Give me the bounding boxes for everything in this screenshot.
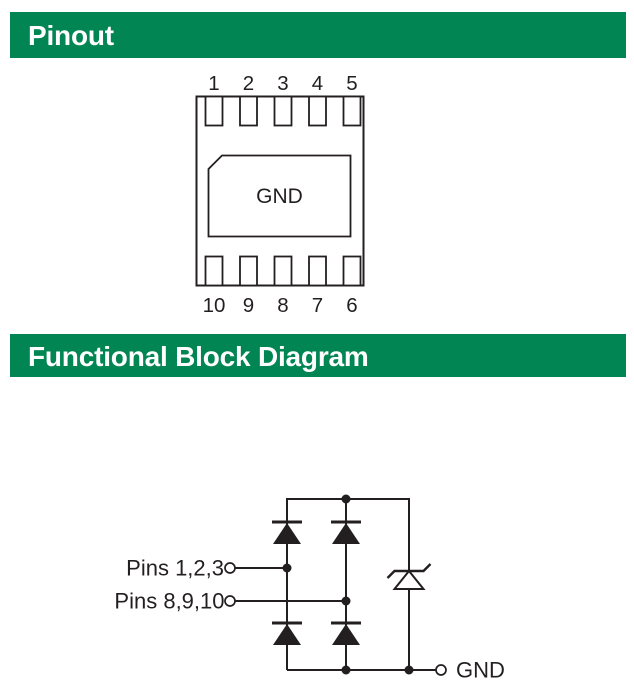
section-header-functional-block-diagram: Functional Block Diagram <box>10 334 626 377</box>
pin-number-top-1: 1 <box>208 72 219 95</box>
pinout-section-title: Pinout <box>28 20 114 51</box>
terminal-circle-pins123 <box>224 562 236 574</box>
diode-triangle <box>273 624 301 645</box>
pin-number-bottom-8: 8 <box>277 294 288 317</box>
pin-7 <box>308 255 327 287</box>
pinout-diagram: GND 1 2 3 4 5 10 9 8 7 6 <box>195 72 365 317</box>
pin-2 <box>239 95 258 127</box>
pin-4 <box>308 95 327 127</box>
diode-lower-left <box>272 621 302 645</box>
pin-1 <box>204 95 224 127</box>
diode-lower-middle <box>331 621 361 645</box>
junction-dot-pins123 <box>282 563 292 573</box>
pin-10 <box>204 255 224 287</box>
label-pins-8910: Pins 8,9,10 <box>114 589 224 614</box>
thermal-pad <box>207 154 352 238</box>
pin-9 <box>239 255 258 287</box>
diode-triangle <box>273 523 301 544</box>
pin-number-bottom-7: 7 <box>312 294 323 317</box>
pin-number-bottom-9: 9 <box>243 294 254 317</box>
pin-number-top-4: 4 <box>312 72 323 95</box>
junction-dot-bottom-right <box>404 665 414 675</box>
diode-upper-middle <box>331 520 361 544</box>
pin-5 <box>342 95 362 127</box>
package-top-pins <box>204 95 362 127</box>
pin-6 <box>342 255 362 287</box>
terminal-circle-gnd <box>435 664 447 676</box>
zener-triangle <box>392 569 426 590</box>
section-header-pinout: Pinout <box>10 12 626 58</box>
zener-cathode-bar <box>386 563 432 579</box>
diode-triangle <box>332 624 360 645</box>
zener-diode <box>386 563 432 590</box>
functional-block-diagram-title: Functional Block Diagram <box>28 340 369 372</box>
thermal-pad-label: GND <box>256 185 303 208</box>
pin-number-top-5: 5 <box>346 72 357 95</box>
diode-upper-left <box>272 520 302 544</box>
pin-number-top-2: 2 <box>243 72 254 95</box>
junction-dot-pins8910 <box>341 596 351 606</box>
pin-number-bottom-10: 10 <box>203 294 226 317</box>
terminal-circle-pins8910 <box>224 595 236 607</box>
junction-dot-bottom-middle <box>341 665 351 675</box>
pin-number-top-3: 3 <box>277 72 288 95</box>
diode-triangle <box>332 523 360 544</box>
label-pins-123: Pins 1,2,3 <box>126 556 224 581</box>
pin-8 <box>273 255 293 287</box>
pin-number-bottom-6: 6 <box>346 294 357 317</box>
pin-3 <box>273 95 293 127</box>
label-gnd: GND <box>456 658 505 683</box>
package-bottom-pins <box>204 255 362 287</box>
junction-dot-top <box>341 494 351 504</box>
